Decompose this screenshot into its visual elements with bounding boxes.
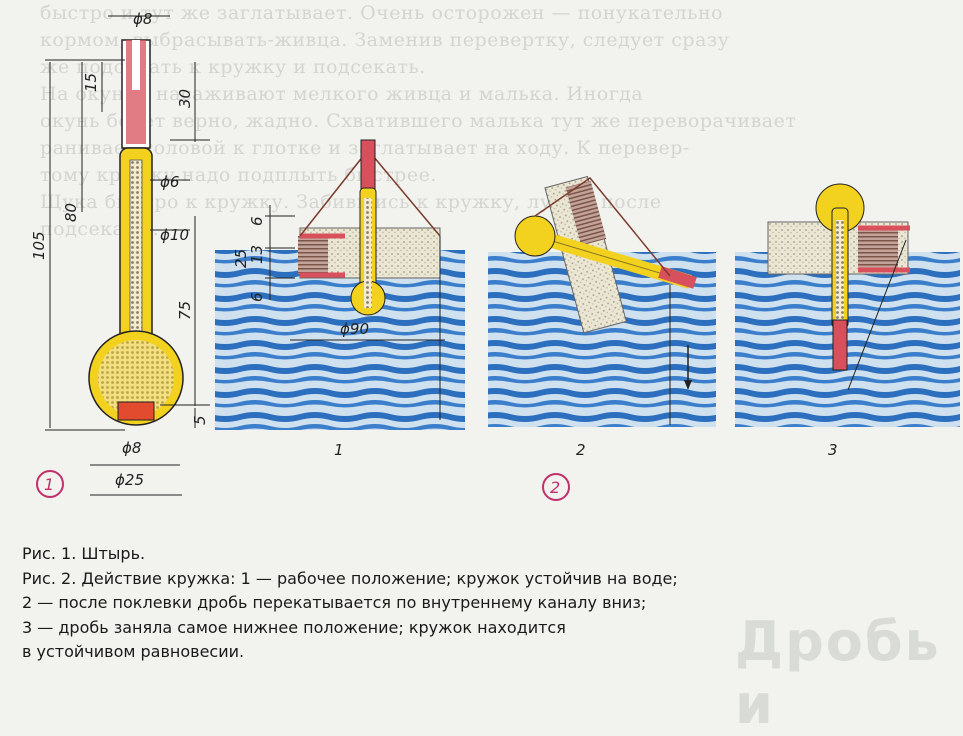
figure1-marker: 1 <box>44 475 54 494</box>
panel-2 <box>488 175 716 427</box>
dim-phi90: ϕ90 <box>340 320 369 338</box>
dim-6b: 6 <box>248 292 266 302</box>
figure1-rod <box>45 15 210 496</box>
caption-line: Рис. 2. Действие кружка: 1 — рабочее пол… <box>22 568 678 588</box>
dim-25: 25 <box>232 249 250 268</box>
caption-line: Рис. 1. Штырь. <box>22 544 146 563</box>
dim-top-diameter: ϕ8 <box>133 10 152 28</box>
panel-1-label: 1 <box>334 441 344 459</box>
figure1-marker-circle <box>36 470 64 498</box>
dim-30: 30 <box>176 89 194 108</box>
figure2-marker: 2 <box>550 478 560 497</box>
caption-line: 3 — дробь заняла самое нижнее положение;… <box>22 617 566 637</box>
panel-1 <box>215 139 465 430</box>
dim-phi6: ϕ6 <box>160 173 179 191</box>
dim-ball-diameter: ϕ25 <box>115 471 144 489</box>
figure-captions: Рис. 1. Штырь. Рис. 2. Действие кружка: … <box>22 542 952 665</box>
dim-80: 80 <box>62 203 80 222</box>
dim-6: 6 <box>248 216 266 226</box>
bg-line: Щука быстро к кружку. Забившись к кружку… <box>40 191 662 213</box>
caption-line: в устойчивом равновесии. <box>22 642 245 661</box>
watermark-text: Дробь и <box>735 610 941 736</box>
panel-2-label: 2 <box>576 441 586 459</box>
dim-13: 13 <box>248 245 266 264</box>
bg-line: кормом, выбрасывать-живца. Заменив перев… <box>40 29 730 51</box>
bg-line: окунь берет верно, жадно. Схватившего ма… <box>40 110 797 132</box>
dim-bottom-diameter: ϕ8 <box>122 439 141 457</box>
bg-line: быстро и тут же заглатывает. Очень остор… <box>40 2 724 24</box>
dim-15: 15 <box>82 73 100 92</box>
illustration: ϕ8 15 30 ϕ6 80 ϕ10 105 75 5 ϕ8 ϕ25 1 6 2… <box>30 10 960 501</box>
dim-75: 75 <box>176 301 194 320</box>
dim-5: 5 <box>191 415 209 425</box>
dim-105: 105 <box>30 231 48 260</box>
figure2-marker-circle <box>542 473 570 501</box>
caption-line: 2 — после поклевки дробь перекатывается … <box>22 593 647 612</box>
bg-line: На окуней насаживают мелкого живца и мал… <box>40 83 644 105</box>
dim-phi10: ϕ10 <box>160 226 189 244</box>
panel-3 <box>735 183 960 427</box>
panel-3-label: 3 <box>828 441 838 459</box>
